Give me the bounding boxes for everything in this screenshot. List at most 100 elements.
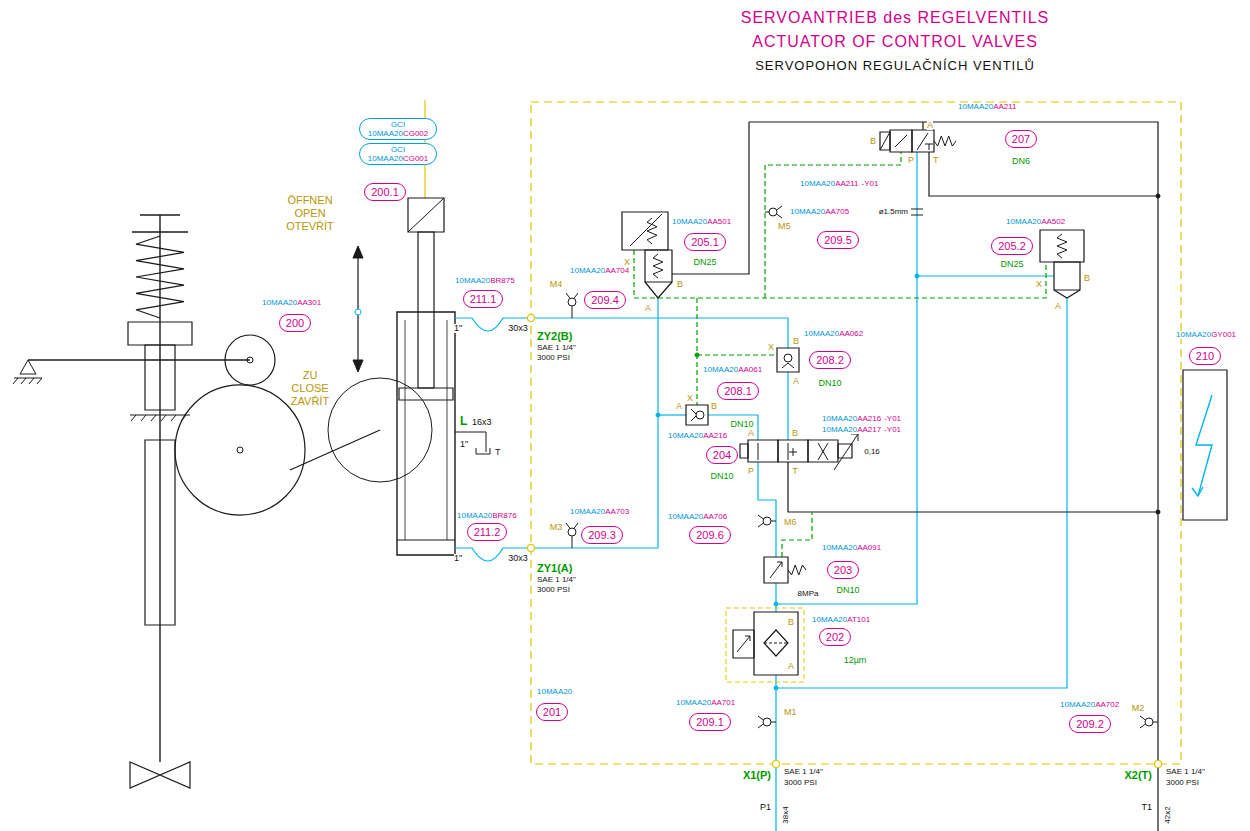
note-label: 30x3 bbox=[508, 324, 528, 333]
note-label: T bbox=[495, 448, 501, 457]
check-valve-box bbox=[777, 348, 799, 372]
ground-hatch bbox=[13, 378, 42, 384]
signal-name: GCI bbox=[368, 145, 429, 154]
tag-code: 10MAA20 bbox=[668, 432, 703, 440]
callout-number: 208.1 bbox=[724, 385, 752, 397]
piston bbox=[399, 388, 453, 400]
junction-dot bbox=[774, 602, 778, 606]
tag-code: 10MAA20 bbox=[570, 508, 605, 516]
pilot-line bbox=[782, 512, 812, 557]
port-letter: T bbox=[792, 467, 798, 476]
callout-bubble: 208.1 bbox=[717, 382, 759, 400]
tag-code: 10MAA20 bbox=[368, 154, 403, 163]
port-letter: A bbox=[748, 429, 754, 438]
gauge-check-symbol bbox=[566, 293, 578, 318]
flow-arrows bbox=[895, 133, 933, 150]
callout-bubble: 201 bbox=[536, 703, 568, 721]
note-label: 1" bbox=[460, 440, 468, 449]
callout-bubble: 200.1 bbox=[364, 183, 406, 201]
spring-symbol bbox=[788, 565, 806, 575]
port-letter: B bbox=[1084, 274, 1090, 283]
port-letter: A bbox=[645, 304, 651, 313]
roller bbox=[225, 335, 275, 385]
clog-indicator bbox=[733, 630, 754, 658]
tag-code: AT101 bbox=[847, 616, 870, 624]
tag-code: 10MAA20 bbox=[1176, 331, 1211, 339]
tank-line bbox=[672, 122, 749, 274]
cylinder-body bbox=[397, 312, 455, 555]
note-label: 1" bbox=[454, 324, 462, 333]
signal-bubble: GCI10MAA20CG001 bbox=[359, 143, 438, 165]
filter-element bbox=[764, 630, 788, 656]
arrow-head bbox=[353, 360, 363, 372]
flow-arrows bbox=[758, 443, 828, 460]
callout-number: 210 bbox=[1196, 350, 1214, 362]
adjust-arrow bbox=[630, 214, 662, 246]
check-ball bbox=[784, 354, 792, 362]
note-label: 3000 PSI bbox=[784, 779, 817, 787]
check-ball bbox=[696, 411, 704, 419]
port-letter: M6 bbox=[784, 518, 797, 527]
tag-code: AA705 bbox=[825, 208, 849, 216]
callout-bubble: 209.5 bbox=[817, 231, 859, 249]
valve-yoke bbox=[145, 440, 175, 625]
port-letter: B bbox=[792, 429, 798, 438]
solenoid bbox=[880, 132, 890, 150]
valve-end bbox=[740, 444, 748, 458]
size-label: DN10 bbox=[836, 586, 859, 595]
tag-code: -Y01 bbox=[862, 180, 879, 188]
port-letter: OTEVŘÍT bbox=[286, 221, 334, 232]
junction-dot bbox=[695, 353, 699, 357]
tag-code: AA704 bbox=[605, 267, 629, 275]
filter-mesh bbox=[764, 643, 788, 644]
callout-bubble: 211.2 bbox=[467, 523, 508, 541]
tag-code: 10MAA20 bbox=[457, 512, 492, 520]
size-label: DN10 bbox=[730, 420, 753, 429]
pressure-line bbox=[917, 275, 1054, 276]
gauge-check-ball bbox=[769, 208, 777, 216]
note-label: 0,16 bbox=[864, 448, 880, 456]
callout-bubble: 207 bbox=[1005, 130, 1037, 148]
spring-symbol bbox=[1057, 234, 1067, 258]
pressure-line bbox=[455, 298, 658, 561]
junction-dot bbox=[1156, 194, 1160, 198]
gauge-check-symbol bbox=[1140, 716, 1158, 728]
size-label: DN10 bbox=[818, 379, 841, 388]
size-label: DN25 bbox=[1000, 260, 1023, 269]
cam bbox=[175, 385, 305, 515]
callout-bubble: 204 bbox=[706, 446, 738, 464]
filter-bracket bbox=[726, 608, 804, 682]
leak-drain bbox=[455, 432, 490, 454]
port-circle bbox=[1155, 761, 1162, 768]
tag-code: 10MAA20 bbox=[958, 103, 993, 111]
tag-code: AA061 bbox=[738, 366, 762, 374]
position-transmitter bbox=[408, 198, 444, 232]
port-letter: X bbox=[768, 343, 774, 352]
spring-symbol bbox=[136, 236, 184, 318]
tag-code: AA501 bbox=[707, 218, 731, 226]
tag-code: BR875 bbox=[490, 277, 514, 285]
tank-line bbox=[929, 152, 1158, 196]
note-label: T1 bbox=[1141, 803, 1152, 812]
guide-housing bbox=[145, 345, 175, 410]
size-label: DN10 bbox=[710, 472, 733, 481]
pilot-line bbox=[696, 298, 697, 405]
callout-number: 209.4 bbox=[591, 294, 619, 306]
note-label: ø1.5mm bbox=[879, 208, 908, 216]
signal-bubble: GCI10MAA20CG002 bbox=[359, 118, 438, 140]
pressure-line bbox=[455, 318, 788, 348]
pilot-line bbox=[697, 354, 777, 355]
tag-code: 10MAA20 bbox=[800, 180, 835, 188]
callout-bubble: 205.2 bbox=[991, 237, 1033, 255]
gauge-check-symbol bbox=[758, 716, 776, 728]
tag-code: 10MAA20 bbox=[1060, 701, 1095, 709]
callout-number: 209.1 bbox=[696, 716, 724, 728]
cam-axle bbox=[237, 447, 243, 453]
filter-housing bbox=[754, 612, 798, 675]
crank-link bbox=[290, 430, 380, 470]
tag-code: 10MAA20 bbox=[822, 544, 857, 552]
callout-number: 200.1 bbox=[371, 186, 399, 198]
gauge-check-ball bbox=[568, 298, 576, 306]
tag-code: 10MAA20 bbox=[804, 330, 839, 338]
callout-bubble: 209.4 bbox=[584, 291, 626, 309]
